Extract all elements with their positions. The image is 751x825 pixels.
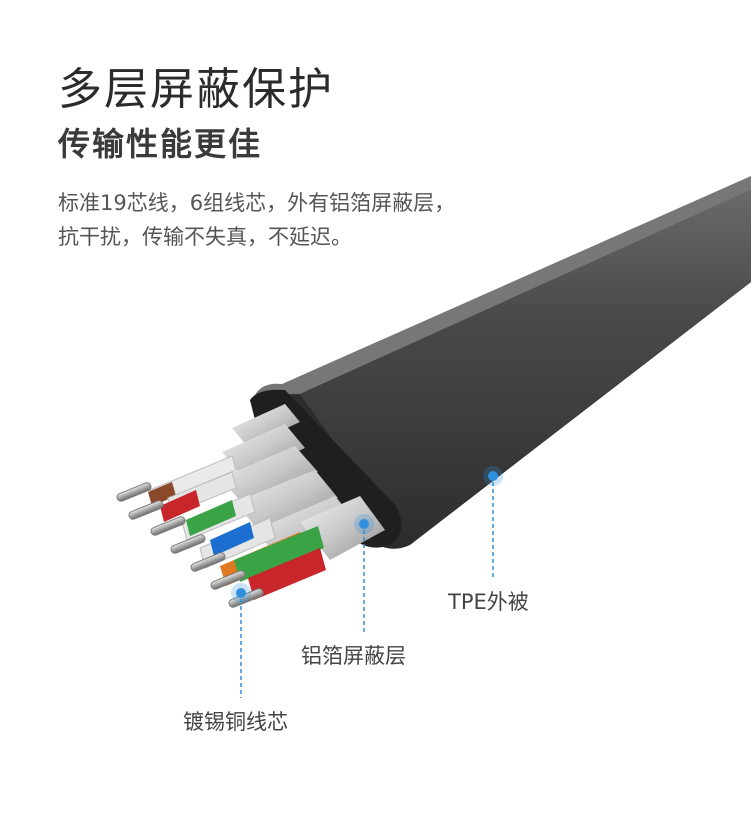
page-subtitle: 传输性能更佳	[58, 125, 263, 163]
foil-shield-group	[220, 404, 385, 560]
callout-shield-marker	[354, 514, 374, 633]
description-line-1: 标准19芯线，6组线芯，外有铝箔屏蔽层，	[58, 191, 456, 215]
description-line-2: 抗干扰，传输不失真，不延迟。	[58, 225, 352, 249]
description: 标准19芯线，6组线芯，外有铝箔屏蔽层， 抗干扰，传输不失真，不延迟。	[58, 186, 618, 254]
page-title: 多层屏蔽保护	[58, 64, 334, 115]
conductor-tips	[116, 482, 264, 608]
callout-label-jacket: TPE外被	[448, 590, 529, 614]
callout-label-conductor: 镀锡铜线芯	[183, 710, 288, 734]
callout-jacket-marker	[483, 466, 503, 580]
callout-label-shield: 铝箔屏蔽层	[301, 644, 406, 668]
insulated-wires	[148, 455, 326, 600]
callout-conductor-marker	[231, 583, 251, 698]
